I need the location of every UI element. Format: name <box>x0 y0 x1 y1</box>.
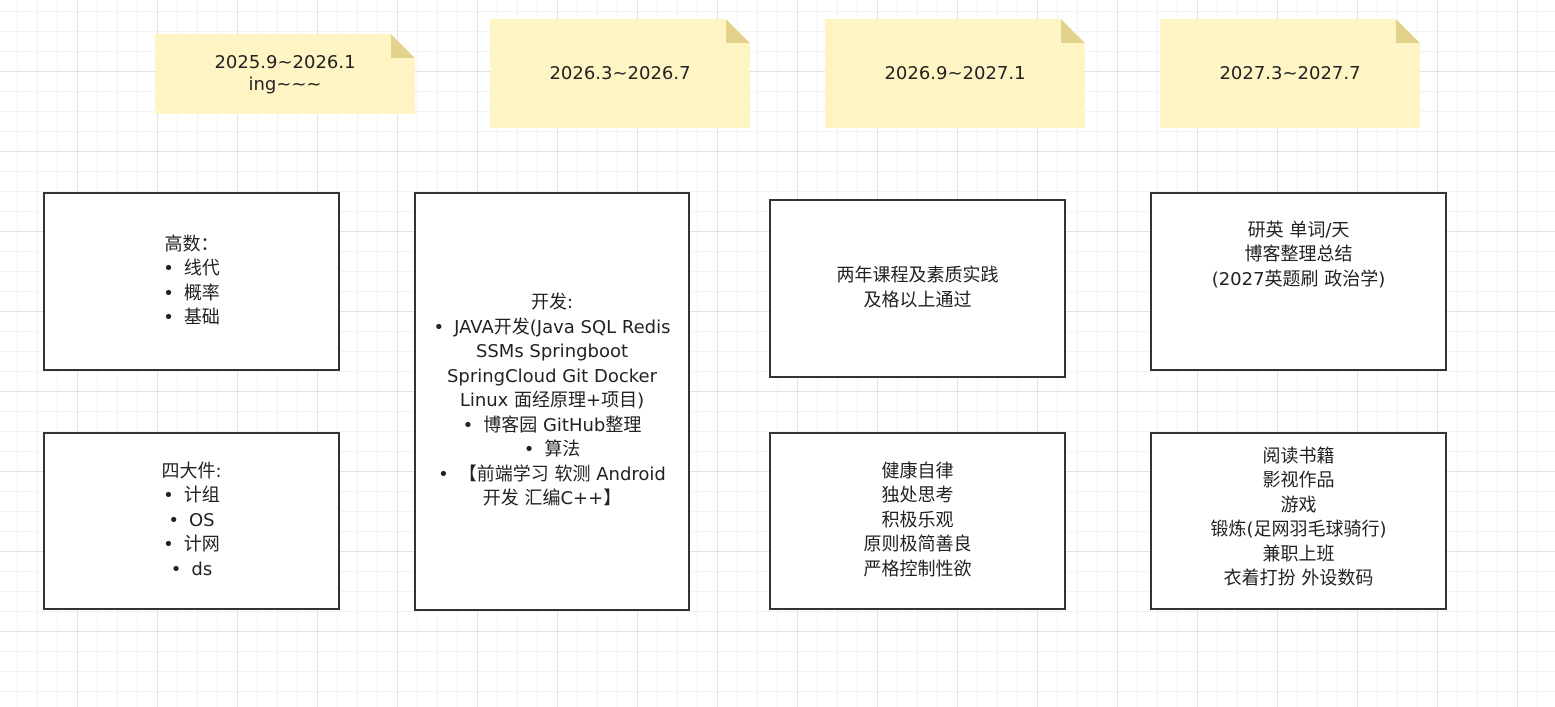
bullet-dot: • <box>163 307 174 328</box>
math-item: •概率 <box>163 282 220 307</box>
courses-line: 及格以上通过 <box>863 289 972 311</box>
math-item: •线代 <box>163 257 220 282</box>
period-note-2[interactable]: 2026.3~2026.7 <box>490 19 750 128</box>
period-label-2: 2026.3~2026.7 <box>549 62 691 84</box>
math-box[interactable]: 高数： •线代 •概率 •基础 <box>43 192 340 371</box>
dev-item: •【前端学习 软测 Android开发 汇编C++】 <box>438 463 666 510</box>
development-box[interactable]: 开发: •JAVA开发(Java SQL Redis SSMs Springbo… <box>414 192 690 611</box>
self-line: 独处思考 <box>881 485 954 507</box>
dev-item: •JAVA开发(Java SQL Redis SSMs Springboot S… <box>433 316 671 412</box>
period-note-3[interactable]: 2026.9~2027.1 <box>825 19 1085 128</box>
self-line: 积极乐观 <box>881 509 954 531</box>
note-fold-corner <box>726 19 750 43</box>
life-line: 锻炼(足网羽毛球骑行) <box>1210 519 1387 540</box>
self-discipline-box[interactable]: 健康自律 独处思考 积极乐观 原则极简善良 严格控制性欲 <box>769 432 1066 610</box>
bullet-dot: • <box>433 316 445 338</box>
dev-item: •博客园 GitHub整理 <box>462 414 642 436</box>
core-item: •计网 <box>163 533 220 558</box>
grad-line: 博客整理总结 <box>1244 244 1353 266</box>
self-line: 健康自律 <box>881 460 954 482</box>
dev-item: •算法 <box>523 439 581 461</box>
period-label-1: 2025.9~2026.1 ing~~~ <box>214 52 356 95</box>
dev-title: 开发: <box>530 292 574 314</box>
life-line: 衣着打扮 外设数码 <box>1223 568 1374 589</box>
core-title: 四大件: <box>161 460 222 482</box>
bullet-dot: • <box>438 463 449 485</box>
bullet-dot: • <box>163 282 174 304</box>
life-line: 兼职上班 <box>1262 543 1335 565</box>
grad-line: (2027英题刷 政治学) <box>1211 268 1386 290</box>
courses-box[interactable]: 两年课程及素质实践 及格以上通过 <box>769 199 1066 378</box>
bullet-dot: • <box>163 534 174 556</box>
bullet-dot: • <box>523 439 535 461</box>
life-line: 影视作品 <box>1262 470 1335 491</box>
period-label-3: 2026.9~2027.1 <box>884 62 1026 84</box>
core-item: •计组 <box>163 484 220 509</box>
period-note-4[interactable]: 2027.3~2027.7 <box>1160 19 1420 128</box>
life-line: 游戏 <box>1280 494 1317 516</box>
bullet-dot: • <box>462 414 474 436</box>
self-line: 原则极简善良 <box>863 534 972 556</box>
core-item: •OS <box>168 509 214 534</box>
life-line: 阅读书籍 <box>1262 445 1335 467</box>
grad-exam-box[interactable]: 研英 单词/天 博客整理总结 (2027英题刷 政治学) <box>1150 192 1447 371</box>
courses-line: 两年课程及素质实践 <box>836 265 999 286</box>
period-label-4: 2027.3~2027.7 <box>1219 62 1361 84</box>
note-fold-corner <box>391 34 415 58</box>
bullet-dot: • <box>163 258 174 279</box>
note-fold-corner <box>1061 19 1085 43</box>
bullet-dot: • <box>168 509 179 531</box>
bullet-dot: • <box>170 558 182 580</box>
math-title: 高数： <box>164 233 219 255</box>
math-item: •基础 <box>163 306 220 331</box>
self-line: 严格控制性欲 <box>863 558 972 580</box>
bullet-dot: • <box>163 485 174 507</box>
core-item: •ds <box>171 558 212 583</box>
period-note-1[interactable]: 2025.9~2026.1 ing~~~ <box>155 34 415 114</box>
life-box[interactable]: 阅读书籍 影视作品 游戏 锻炼(足网羽毛球骑行) 兼职上班 衣着打扮 外设数码 <box>1150 432 1447 610</box>
core-courses-box[interactable]: 四大件: •计组 •OS •计网 •ds <box>43 432 340 610</box>
grad-line: 研英 单词/天 <box>1247 219 1350 241</box>
note-fold-corner <box>1396 19 1420 43</box>
